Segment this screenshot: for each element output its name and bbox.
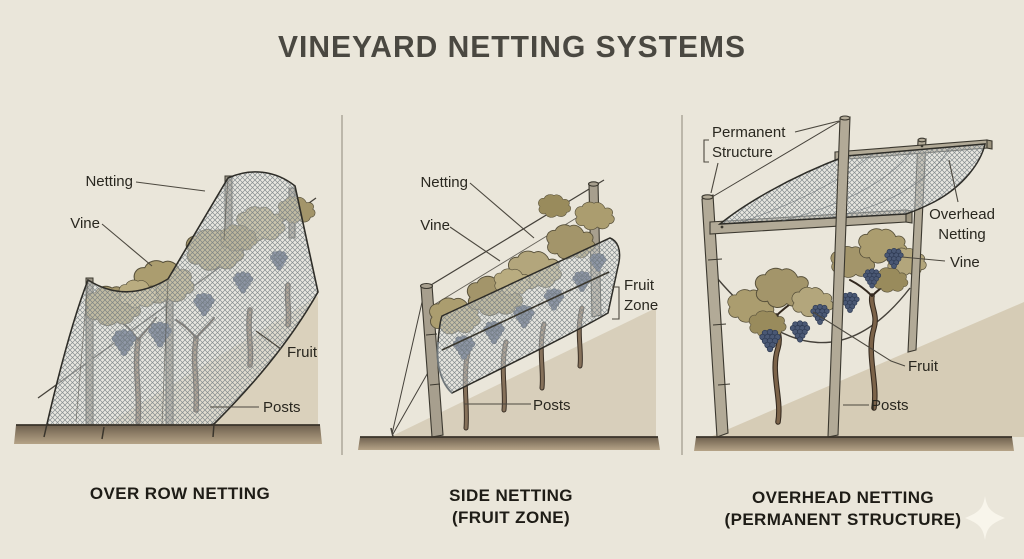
label-overhead-netting: Overhead Netting xyxy=(916,205,1008,245)
net-curl-highlight xyxy=(436,341,453,394)
label-overhead-line1: Overhead xyxy=(929,206,995,223)
caption-over-row: OVER ROW NETTING xyxy=(89,484,271,503)
label-permanent-line2: Structure xyxy=(712,144,773,161)
label-fruit-p1: Fruit xyxy=(287,344,317,361)
caption-overhead-line2: (PERMANENT STRUCTURE) xyxy=(724,510,962,529)
label-permanent-line1: Permanent xyxy=(712,124,786,141)
label-fruit-zone: Fruit Zone xyxy=(624,276,658,316)
caption-side-line1: SIDE NETTING xyxy=(449,486,573,505)
label-vine-p3: Vine xyxy=(950,254,980,271)
overhead-netting-illustration xyxy=(694,115,1024,451)
label-vine-p1: Vine xyxy=(70,215,100,232)
label-posts-p3: Posts xyxy=(871,397,909,414)
center-post xyxy=(827,115,851,438)
leader-lines xyxy=(703,120,959,406)
leader-lines xyxy=(449,182,620,405)
label-fruit-zone-line2: Zone xyxy=(624,297,659,314)
panel-divider-right xyxy=(681,115,683,455)
net-drape-lines xyxy=(741,147,951,223)
label-permanent-structure: Permanent Structure xyxy=(712,123,785,163)
page-title: VINEYARD NETTING SYSTEMS xyxy=(278,30,746,65)
caption-side-netting: SIDE NETTING (FRUIT ZONE) xyxy=(361,485,661,529)
net-fold-lines xyxy=(75,177,229,427)
label-vine-p2: Vine xyxy=(420,217,450,234)
ground-strip xyxy=(694,437,1014,451)
label-netting-p2: Netting xyxy=(420,174,468,191)
side-net-band xyxy=(436,237,621,394)
panel-divider-left xyxy=(341,115,343,455)
caption-side-line2: (FRUIT ZONE) xyxy=(451,508,571,527)
ground-wedge xyxy=(710,302,1024,437)
label-fruit-p3: Fruit xyxy=(908,358,938,375)
over-row-net xyxy=(46,171,319,436)
label-overhead-line2: Netting xyxy=(938,226,986,243)
over-row-illustration xyxy=(14,171,322,444)
caption-overhead: OVERHEAD NETTING (PERMANENT STRUCTURE) xyxy=(683,487,1003,531)
label-fruit-zone-line1: Fruit xyxy=(624,277,654,294)
label-posts-p1: Posts xyxy=(263,399,301,416)
leader-lines xyxy=(101,181,282,408)
ground-wedge xyxy=(390,308,656,437)
ground-strip xyxy=(14,425,322,444)
label-netting-p1: Netting xyxy=(85,173,133,190)
net-stakes xyxy=(43,423,215,440)
ground-strip xyxy=(358,437,660,450)
label-posts-p2: Posts xyxy=(533,397,571,414)
fruit-wire xyxy=(441,271,610,351)
overhead-net xyxy=(717,143,986,225)
caption-overhead-line1: OVERHEAD NETTING xyxy=(751,488,935,507)
side-netting-illustration xyxy=(358,179,660,450)
